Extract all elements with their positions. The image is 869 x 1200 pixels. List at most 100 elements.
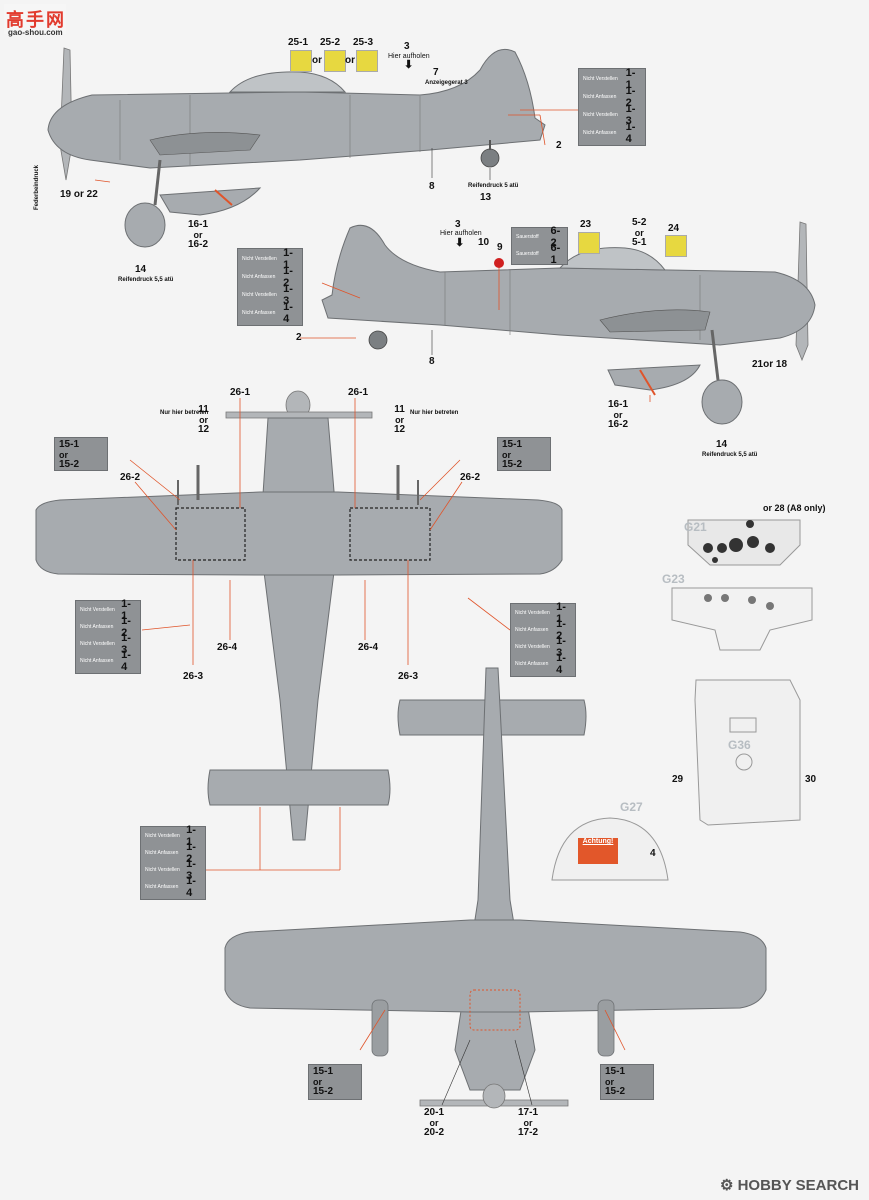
stencil-text: Nicht Verstellen (583, 112, 618, 118)
stencil-card-tail: Nicht Verstellen 1-1 Nicht Anfassen 1-2 Ni… (140, 824, 206, 900)
decal-23-label: 23 (580, 219, 592, 230)
federbein-text: Federbeindruck (34, 164, 40, 210)
hier-aufholen-text: Hier aufholen (388, 53, 430, 60)
reifendruck-14-text: Reifendruck 5,5 atü (702, 452, 758, 458)
stencil-num: 1-1 (283, 247, 293, 271)
decal-7-label: 7 (433, 67, 439, 78)
decal-30-label: 30 (805, 774, 817, 785)
or-word: or (312, 55, 322, 66)
decal-4-label: 4 (650, 848, 656, 859)
stencil-text: Nicht Verstellen (242, 292, 277, 298)
stencil-num: 1-3 (121, 632, 131, 656)
decal-26-3-label: 26-3 (398, 671, 419, 682)
decal-29-label: 29 (672, 774, 684, 785)
decal-13-label: 13 (480, 192, 492, 203)
stencil-num: 1-1 (556, 601, 566, 625)
decal-26-1-label: 26-1 (230, 387, 251, 398)
stencil-text: Nicht Anfassen (242, 310, 276, 316)
g21-label: G21 (684, 520, 707, 534)
decal-2-label: 2 (556, 140, 562, 151)
decal-14-label: 14 (135, 264, 147, 275)
stencil-text: Nicht Verstellen (145, 833, 180, 839)
anzeigegerat-text: Anzeigegerat 3 (425, 80, 468, 86)
hier-aufholen-text: Hier aufholen (440, 230, 482, 237)
cockpit-tub-g36 (694, 679, 801, 826)
arrow-down-icon: ⬇ (455, 237, 465, 249)
stencil-num: 1-1 (121, 598, 131, 622)
decal-23-marker (578, 232, 600, 254)
decal-24-label: 24 (668, 223, 680, 234)
g23-label: G23 (662, 572, 685, 586)
stencil-text: Nicht Verstellen (145, 867, 180, 873)
hobbysearch-logo-icon: ⚙ (719, 1177, 734, 1194)
stencil-num: 1-4 (556, 652, 566, 676)
stencil-num: 6-1 (550, 242, 561, 266)
decal-26-2-label: 26-2 (460, 472, 481, 483)
achtung-warning-decal: Achtung! (578, 838, 618, 864)
stencil-num: 1-1 (625, 67, 636, 91)
stencil-text: Nicht Anfassen (583, 130, 617, 136)
stencil-text: Nicht Anfassen (80, 624, 114, 630)
decal-24-marker (665, 235, 687, 257)
decal-9-label: 9 (497, 242, 503, 253)
stencil-text: Nicht Anfassen (80, 658, 114, 664)
decal-8-label: 8 (429, 181, 435, 192)
instrument-panel-g23 (671, 587, 813, 651)
stencil-text: Nicht Anfassen (583, 94, 617, 100)
stencil-num: 1-2 (121, 615, 131, 639)
stencil-num: 1-4 (186, 875, 196, 899)
reifendruck-text: Reifendruck 5 atü (468, 183, 519, 189)
stencil-text: Nicht Verstellen (515, 610, 550, 616)
stencil-text: Nicht Anfassen (515, 627, 549, 633)
decal-26-2-label: 26-2 (120, 472, 141, 483)
decal-25-2-label: 25-2 (320, 37, 341, 48)
stencil-text: Nicht Verstellen (583, 76, 618, 82)
stencil-num: 1-2 (556, 618, 566, 642)
stencil-num: 1-1 (186, 824, 196, 848)
stencil-num: 1-3 (625, 103, 636, 127)
or-word: or (345, 55, 355, 66)
stencil-num: 1-4 (121, 649, 131, 673)
decal-25-2-marker (324, 50, 346, 72)
decal-25-3-label: 25-3 (353, 37, 374, 48)
g36-label: G36 (728, 738, 751, 752)
stencil-text: Nicht Verstellen (515, 644, 550, 650)
decal-2-label: 2 (296, 332, 302, 343)
stencil-num: 6-2 (550, 225, 561, 249)
stencil-text: Nicht Verstellen (242, 256, 277, 262)
decal-19-22-label: 19 or 22 (60, 189, 98, 200)
decal-26-4-label: 26-4 (217, 642, 238, 653)
instrument-panel-g21 (687, 519, 801, 566)
stencil-text: Sauerstoff (516, 251, 539, 257)
decal-3-label: 3 (455, 219, 461, 230)
decal-26-3-label: 26-3 (183, 671, 204, 682)
or28-label: or 28 (A8 only) (763, 503, 826, 513)
stencil-text: Nicht Verstellen (80, 607, 115, 613)
decal-14-label: 14 (716, 439, 728, 450)
decal-8-label: 8 (429, 356, 435, 367)
site-logo (4, 4, 66, 34)
decal-10-label: 10 (478, 237, 490, 248)
decal-25-1-label: 25-1 (288, 37, 309, 48)
footer-brand-text: HOBBY SEARCH (737, 1177, 859, 1194)
stencil-text: Nicht Verstellen (80, 641, 115, 647)
footer-brand: ⚙ HOBBY SEARCH (720, 1176, 859, 1194)
stencil-card-top-left: Nicht Verstellen 1-1 Nicht Anfassen 1-2 Ni… (75, 598, 141, 674)
stencil-num: 1-3 (186, 858, 196, 882)
stencil-num: 1-2 (186, 841, 196, 865)
side-view-left-profile (47, 47, 578, 248)
stencil-num: 1-3 (556, 635, 566, 659)
stencil-text: Nicht Anfassen (145, 850, 179, 856)
